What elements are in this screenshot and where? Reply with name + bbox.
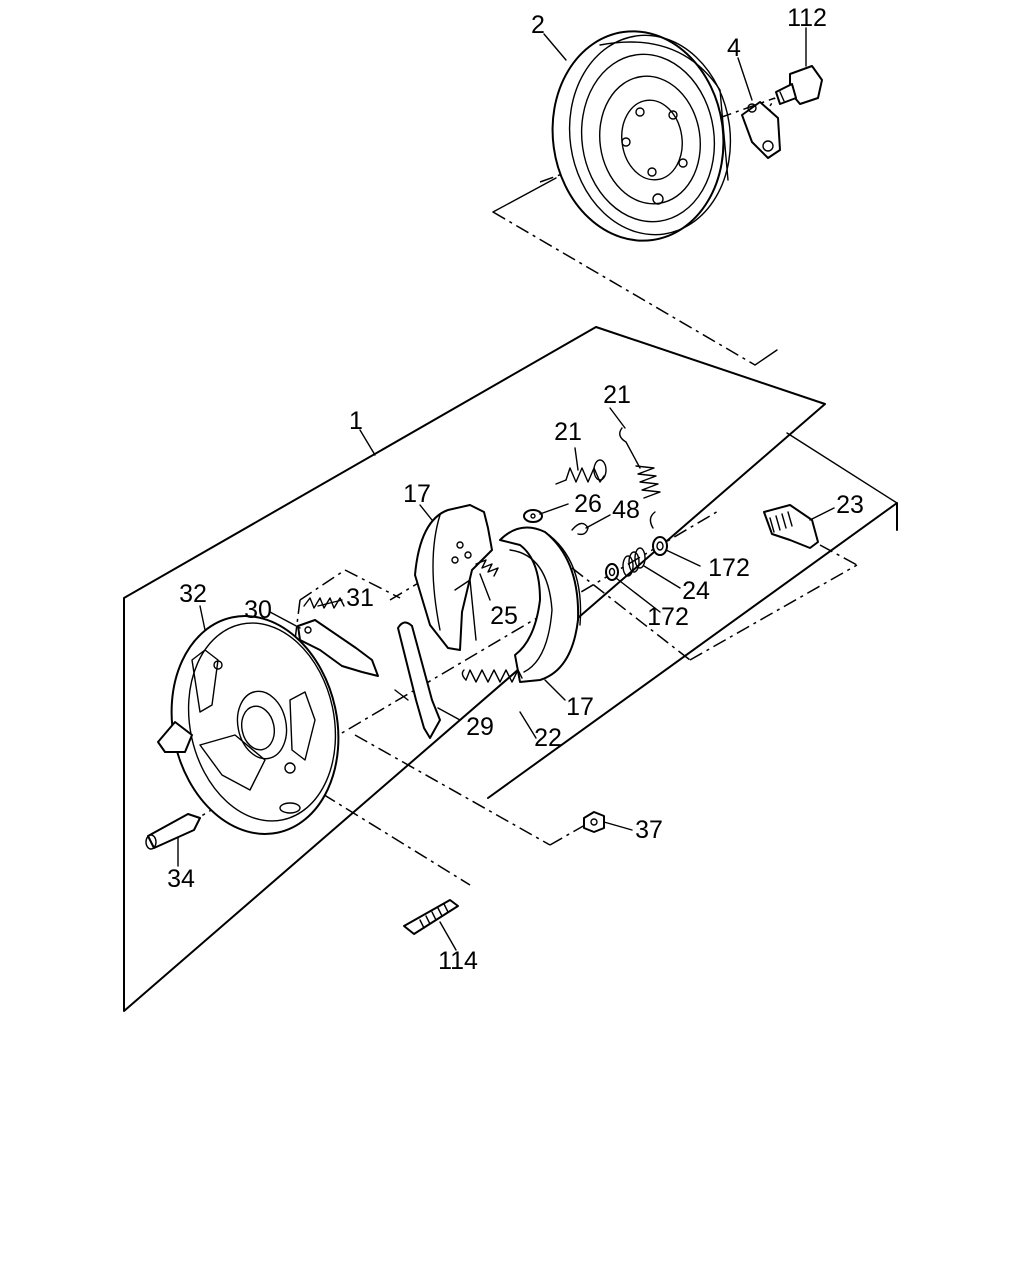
stud-114 <box>403 899 459 935</box>
leader-lines <box>177 27 835 951</box>
return-spring-21-long <box>619 427 661 529</box>
brake-shoe-17-front <box>499 526 582 683</box>
bolt-112 <box>775 65 823 105</box>
assembly-frame <box>123 326 898 1012</box>
callout-48: 48 <box>612 496 640 524</box>
bracket-part <box>741 101 781 159</box>
washer-172-upper <box>652 536 668 556</box>
adjuster-23 <box>763 504 819 549</box>
pin-34 <box>145 813 201 850</box>
return-spring-21-small <box>555 459 607 485</box>
callout-114: 114 <box>438 947 478 975</box>
spring-31 <box>303 597 345 609</box>
callout-32: 32 <box>179 580 207 608</box>
spring-24 <box>622 547 646 577</box>
callout-24: 24 <box>682 577 710 605</box>
callout-172-upper: 172 <box>708 554 750 582</box>
clip-48 <box>571 522 589 536</box>
callout-21-long: 21 <box>603 381 631 409</box>
callout-1: 1 <box>349 407 363 435</box>
callout-30: 30 <box>244 596 272 624</box>
callout-37: 37 <box>635 816 663 844</box>
callout-26: 26 <box>574 490 602 518</box>
callout-17-front: 17 <box>566 693 594 721</box>
nut-37 <box>583 811 605 833</box>
callout-23: 23 <box>836 491 864 519</box>
brake-shoe-17-rear <box>414 504 493 651</box>
spring-25 <box>475 559 499 577</box>
callout-25: 25 <box>490 602 518 630</box>
callout-172-lower: 172 <box>647 603 689 631</box>
adjusting-lever-30 <box>297 619 379 677</box>
washer-172-lower <box>605 563 619 581</box>
callout-21-small: 21 <box>554 418 582 446</box>
callout-29: 29 <box>466 713 494 741</box>
washer-26 <box>523 509 543 523</box>
callout-31: 31 <box>346 584 374 612</box>
center-axis-lines <box>185 97 858 886</box>
backing-plate-32 <box>157 615 340 835</box>
callout-labels: 2 4 112 1 21 21 17 26 48 23 172 24 172 3… <box>167 4 864 975</box>
brake-drum <box>551 30 732 242</box>
spring-22 <box>461 669 523 683</box>
callout-112: 112 <box>787 4 827 32</box>
callout-17-rear: 17 <box>403 480 431 508</box>
callout-34: 34 <box>167 865 195 893</box>
strut-29 <box>394 621 441 739</box>
callout-22: 22 <box>534 724 562 752</box>
callout-4: 4 <box>727 34 741 62</box>
callout-2: 2 <box>531 11 545 39</box>
